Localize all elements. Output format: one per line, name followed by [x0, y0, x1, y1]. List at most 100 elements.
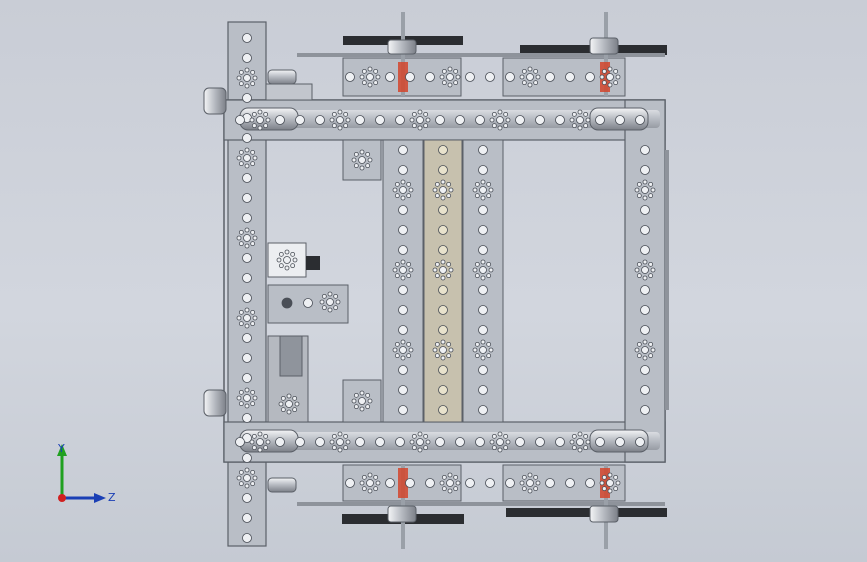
hole: [238, 161, 244, 167]
hole: [243, 234, 251, 242]
hole: [365, 404, 371, 410]
hole: [439, 346, 447, 354]
gear-bottom-right[interactable]: [506, 508, 667, 517]
hole: [613, 486, 619, 492]
hole: [345, 117, 351, 123]
hole: [545, 72, 555, 82]
hole: [583, 111, 589, 117]
hole: [409, 117, 415, 123]
hub-top-right: [589, 37, 619, 55]
hole: [425, 478, 435, 488]
bearing-bottom[interactable]: [267, 477, 297, 493]
hole: [263, 111, 269, 117]
hole: [238, 229, 244, 235]
hole: [425, 439, 431, 445]
hole: [585, 72, 595, 82]
hole: [373, 80, 379, 86]
hole: [353, 392, 359, 398]
hole: [236, 475, 242, 481]
hole: [441, 68, 447, 74]
hole: [286, 409, 292, 415]
hole: [432, 187, 438, 193]
wheel-hub-bottom[interactable]: [203, 389, 227, 417]
hole: [447, 82, 453, 88]
hole: [545, 478, 555, 488]
hole: [615, 115, 625, 125]
servo-bracket[interactable]: [267, 284, 349, 324]
hole: [250, 241, 256, 247]
z-axis-label: Z: [108, 491, 116, 504]
hole: [480, 259, 486, 265]
hole: [465, 478, 475, 488]
hole: [250, 149, 256, 155]
hole: [641, 186, 649, 194]
hole: [373, 68, 379, 74]
hole: [434, 273, 440, 279]
hole: [440, 339, 446, 345]
hole: [244, 163, 250, 169]
hole: [411, 111, 417, 117]
hole: [438, 285, 448, 295]
hole: [394, 181, 400, 187]
hole: [533, 474, 539, 480]
hole: [263, 433, 269, 439]
hole: [335, 299, 341, 305]
bearing-top[interactable]: [267, 69, 297, 85]
hole: [478, 325, 488, 335]
hole: [636, 273, 642, 279]
hole: [648, 341, 654, 347]
coupler-bottom-right: [600, 468, 610, 498]
bottom-drive-plate: [297, 502, 665, 506]
hole: [394, 341, 400, 347]
hole: [441, 486, 447, 492]
hole: [640, 365, 650, 375]
hole: [286, 393, 292, 399]
hole: [601, 474, 607, 480]
hole: [366, 479, 374, 487]
hole: [278, 263, 284, 269]
hole: [242, 493, 252, 503]
channel-1[interactable]: [382, 139, 424, 423]
hole: [406, 273, 412, 279]
hole: [491, 111, 497, 117]
hole: [640, 325, 650, 335]
hole: [474, 341, 480, 347]
hole: [242, 293, 252, 303]
hole: [343, 111, 349, 117]
wheel-hub-top[interactable]: [203, 87, 227, 115]
hole: [446, 341, 452, 347]
hole: [585, 439, 591, 445]
hole: [505, 117, 511, 123]
hole: [521, 474, 527, 480]
hole: [634, 347, 640, 353]
hole: [486, 353, 492, 359]
hole: [478, 225, 488, 235]
hole: [244, 403, 250, 409]
hole: [385, 72, 395, 82]
hole: [242, 413, 252, 423]
hole: [491, 433, 497, 439]
hole: [505, 478, 515, 488]
motor-block-top[interactable]: [265, 83, 313, 101]
hole: [358, 156, 366, 164]
hole: [345, 72, 355, 82]
hole: [244, 227, 250, 233]
hole: [238, 481, 244, 487]
hole: [242, 53, 252, 63]
hole: [353, 151, 359, 157]
right-beam[interactable]: [624, 99, 666, 463]
hole: [405, 72, 415, 82]
hole: [333, 305, 339, 311]
hole: [400, 259, 406, 265]
hole: [242, 333, 252, 343]
hole: [585, 478, 595, 488]
hole: [472, 187, 478, 193]
hole: [640, 385, 650, 395]
hole: [503, 123, 509, 129]
hole: [294, 401, 300, 407]
hole: [337, 447, 343, 453]
hole: [331, 111, 337, 117]
controller-unit[interactable]: [279, 335, 303, 377]
